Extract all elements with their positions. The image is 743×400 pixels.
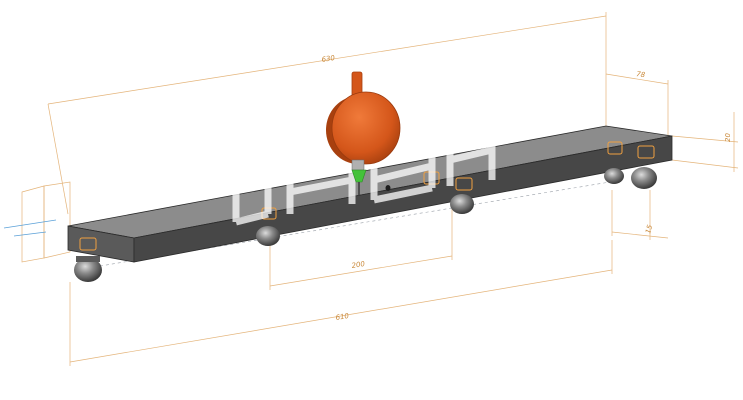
square-socket-icon bbox=[455, 177, 473, 191]
dim-line-overall bbox=[47, 15, 607, 105]
dial-indicator-icon[interactable] bbox=[326, 71, 401, 196]
dim-line-support bbox=[69, 269, 613, 363]
dim-line-roller bbox=[611, 231, 669, 239]
dim-label-overall: 630 bbox=[321, 54, 336, 64]
ball-roller-icon[interactable] bbox=[604, 168, 624, 184]
dim-ext-left-overall bbox=[47, 103, 69, 215]
dimension-lines bbox=[21, 12, 739, 366]
square-socket-icon bbox=[607, 141, 623, 155]
indicator-tip bbox=[351, 169, 367, 183]
ball-roller-icon[interactable] bbox=[631, 167, 657, 189]
left-end-box-back bbox=[43, 181, 71, 259]
square-socket-icon bbox=[637, 145, 655, 159]
dim-label-roller-offset: 15 bbox=[644, 223, 654, 234]
dim-line-right bbox=[605, 73, 669, 85]
left-end-box bbox=[21, 185, 45, 263]
dim-label-height: 20 bbox=[724, 133, 732, 142]
watermark-logo bbox=[232, 128, 496, 226]
ball-roller-icon[interactable] bbox=[256, 226, 280, 246]
dim-line-indicator bbox=[269, 255, 453, 287]
dim-ext-height-bottom bbox=[671, 159, 739, 169]
axis-marks bbox=[3, 219, 57, 237]
beam-hole bbox=[385, 185, 391, 191]
square-socket-icon bbox=[79, 237, 97, 251]
dim-label-indicator-span: 200 bbox=[351, 260, 366, 270]
indicator-neck bbox=[351, 159, 365, 171]
dim-ext-height-top bbox=[671, 135, 739, 143]
ball-roller-icon[interactable] bbox=[74, 256, 102, 282]
rollers bbox=[74, 167, 657, 282]
dimension-labels: 630 78 20 15 200 610 bbox=[321, 54, 732, 322]
indicator-dial-face bbox=[331, 91, 401, 165]
dim-label-right-offset: 78 bbox=[636, 70, 646, 79]
dim-label-support-span: 610 bbox=[335, 312, 350, 322]
ball-roller-icon[interactable] bbox=[450, 194, 474, 214]
